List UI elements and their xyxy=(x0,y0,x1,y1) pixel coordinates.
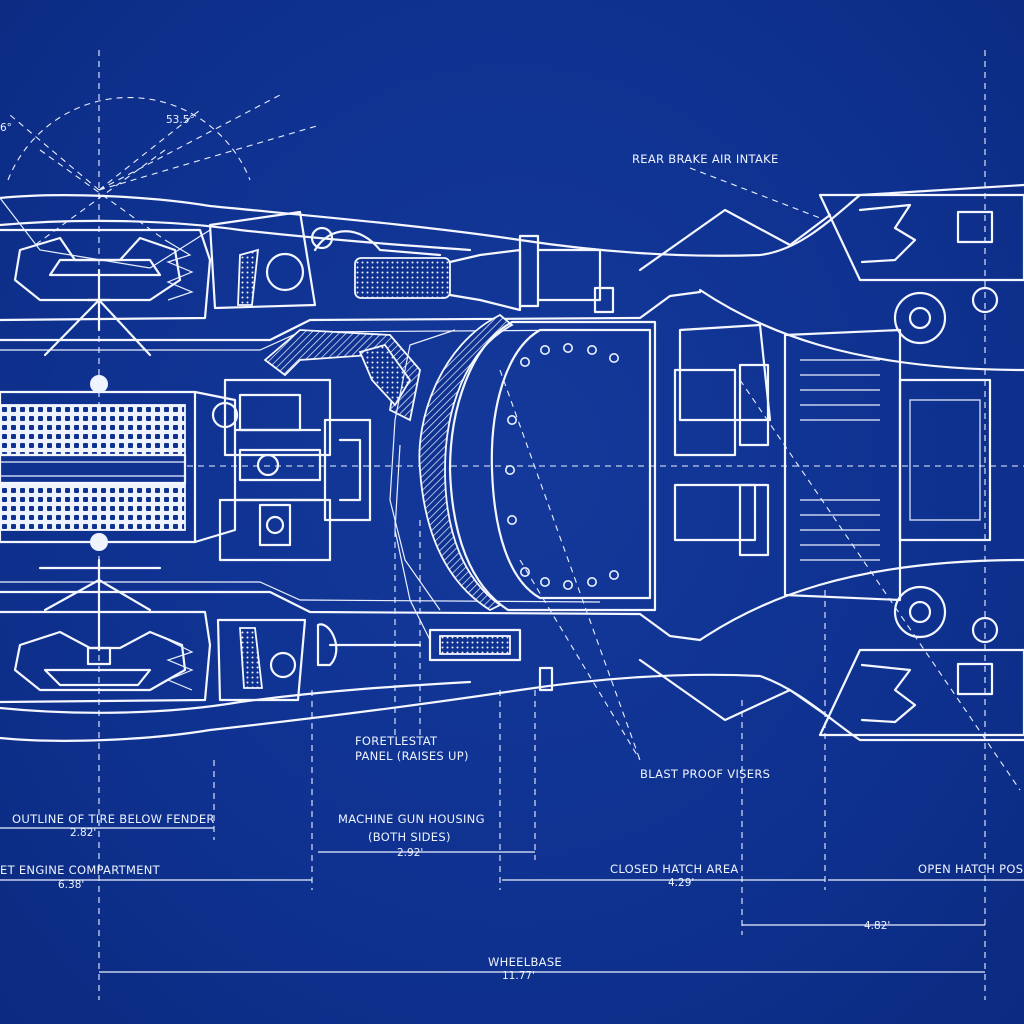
rivet xyxy=(608,569,619,580)
labels: 6° 53.5° REAR BRAKE AIR INTAKE FORETLEST… xyxy=(0,114,1023,982)
rivet xyxy=(519,356,530,367)
rivet xyxy=(539,344,550,355)
angle-left-label: 6° xyxy=(0,122,12,134)
rivet xyxy=(586,576,597,587)
rivet xyxy=(562,342,573,353)
machine-gun-label-2: (BOTH SIDES) xyxy=(368,830,451,844)
tire-dimension: 2.82' xyxy=(70,827,96,839)
rivet xyxy=(586,344,597,355)
open-hatch-label: OPEN HATCH POS xyxy=(918,862,1023,876)
vehicle-body xyxy=(0,183,1024,742)
open-hatch-dimension: 4.82' xyxy=(864,920,890,932)
outline-tire-label: OUTLINE OF TIRE BELOW FENDER xyxy=(12,812,215,826)
wheelbase-label: WHEELBASE xyxy=(488,955,562,969)
jet-engine xyxy=(0,375,322,551)
jet-engine-label: ET ENGINE COMPARTMENT xyxy=(0,863,161,877)
mid-mechanics xyxy=(208,210,615,702)
foretlestat-label-1: FORETLESTAT xyxy=(355,734,438,748)
leader-lines xyxy=(394,167,1021,791)
foretlestat-label-2: PANEL (RAISES UP) xyxy=(355,749,469,763)
rivet xyxy=(562,579,573,590)
dimension-lines xyxy=(0,827,1024,973)
closed-hatch-label: CLOSED HATCH AREA xyxy=(610,862,739,876)
machine-gun-label-1: MACHINE GUN HOUSING xyxy=(338,812,485,826)
rivet xyxy=(504,464,515,475)
angle-right-label: 53.5° xyxy=(166,114,195,126)
rivet xyxy=(539,576,550,587)
rivet xyxy=(506,514,517,525)
canopy-rivets xyxy=(504,342,619,590)
cockpit-canopy xyxy=(448,320,657,612)
wheelbase-dimension: 11.77' xyxy=(502,970,535,982)
machine-gun-housing xyxy=(316,623,554,692)
rear-brake-label: REAR BRAKE AIR INTAKE xyxy=(632,152,779,166)
jet-engine-dimension: 6.38' xyxy=(58,879,84,891)
front-wheel-bottom xyxy=(0,558,212,704)
front-wheel-top xyxy=(0,228,212,357)
blast-proof-label: BLAST PROOF VISERS xyxy=(640,767,770,781)
rivet xyxy=(608,352,619,363)
machine-gun-dimension: 2.92' xyxy=(397,847,423,859)
rivet xyxy=(506,414,517,425)
rear-mechanics xyxy=(638,193,1024,737)
rivet xyxy=(519,566,530,577)
closed-hatch-dimension: 4.29' xyxy=(668,877,694,889)
